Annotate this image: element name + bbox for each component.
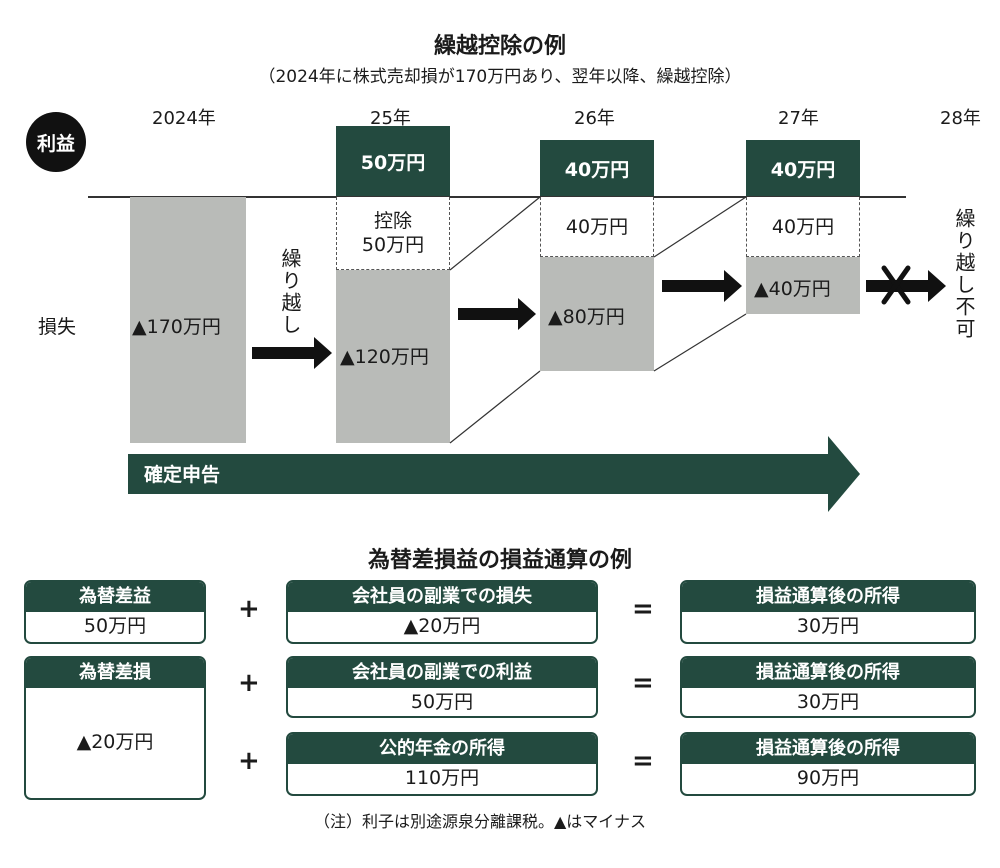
year-27: 27年 [778,108,819,129]
no-carry-over-label: 繰り越し不可 [952,208,976,340]
card-value: ▲20万円 [403,615,481,637]
diagram-title: 繰越控除の例 [433,34,566,59]
deduction-box-26: 40万円 [540,197,654,257]
connector-line [653,196,747,258]
card-value: 50万円 [410,691,474,713]
deduction-amount: 50万円 [361,234,425,256]
card-head: 公的年金の所得 [288,734,596,764]
card-head: 損益通算後の所得 [682,658,974,688]
tax-return-arrow [128,436,860,512]
loss-value-27: ▲40万円 [754,278,831,300]
offset-title: 為替差損益の損益通算の例 [367,548,632,573]
connector-line [449,370,541,444]
year-26: 26年 [574,108,615,129]
carry-over-label: 繰り越し [278,248,302,336]
year-25: 25年 [370,108,411,129]
card-value: 50万円 [83,615,147,637]
deduction-box-27: 40万円 [746,197,860,257]
right-arrow-icon [662,270,742,302]
card-value: 30万円 [796,615,860,637]
loss-label: 損失 [38,316,77,338]
right-arrow-icon [458,298,536,330]
footnote: （注）利子は別途源泉分離課税。▲はマイナス [314,812,646,831]
card-value: 30万円 [796,691,860,713]
side-job-loss-card: 会社員の副業での損失 ▲20万円 [286,580,598,644]
loss-bar-25 [336,270,450,443]
equals-sign: = [632,668,654,698]
deduction-box-25: 控除 50万円 [336,197,450,270]
year-2024: 2024年 [152,108,216,129]
card-value: 110万円 [404,767,480,789]
loss-value-26: ▲80万円 [548,306,625,328]
diagram-subtitle: （2024年に株式売却損が170万円あり、翌年以降、繰越控除） [258,67,742,87]
fx-loss-card: 為替差損 ▲20万円 [24,656,206,800]
equals-sign: = [632,594,654,624]
card-head: 損益通算後の所得 [682,582,974,612]
deduction-label: 控除 [373,210,412,232]
year-28: 28年 [940,108,981,129]
card-head: 為替差益 [26,582,204,612]
profit-box-26: 40万円 [540,140,654,196]
connector-line [449,196,541,271]
loss-value-25: ▲120万円 [340,346,429,368]
plus-sign: + [238,746,260,776]
card-value: 90万円 [796,767,860,789]
right-arrow-icon [252,337,332,369]
public-pension-card: 公的年金の所得 110万円 [286,732,598,796]
loss-value-2024: ▲170万円 [132,316,221,338]
right-arrow-icon [866,270,946,302]
cross-icon [881,265,911,305]
profit-box-27: 40万円 [746,140,860,196]
connectors [252,196,946,444]
profit-badge: 利益 [26,112,86,172]
income-after-offset-card: 損益通算後の所得 30万円 [680,656,976,718]
plus-sign: + [238,594,260,624]
loss-bar-26 [540,257,654,371]
card-value: ▲20万円 [76,731,154,753]
loss-bar-2024 [130,197,246,443]
connector-line [653,313,747,372]
card-head: 為替差損 [26,658,204,688]
income-after-offset-card: 損益通算後の所得 30万円 [680,580,976,644]
card-head: 会社員の副業での損失 [288,582,596,612]
side-job-profit-card: 会社員の副業での利益 50万円 [286,656,598,718]
card-head: 会社員の副業での利益 [288,658,596,688]
income-after-offset-card: 損益通算後の所得 90万円 [680,732,976,796]
equals-sign: = [632,746,654,776]
plus-sign: + [238,668,260,698]
profit-box-25: 50万円 [336,126,450,196]
card-head: 損益通算後の所得 [682,734,974,764]
fx-gain-card: 為替差益 50万円 [24,580,206,644]
tax-return-label: 確定申告 [144,464,221,486]
loss-bar-27 [746,257,860,314]
baseline [88,196,906,198]
